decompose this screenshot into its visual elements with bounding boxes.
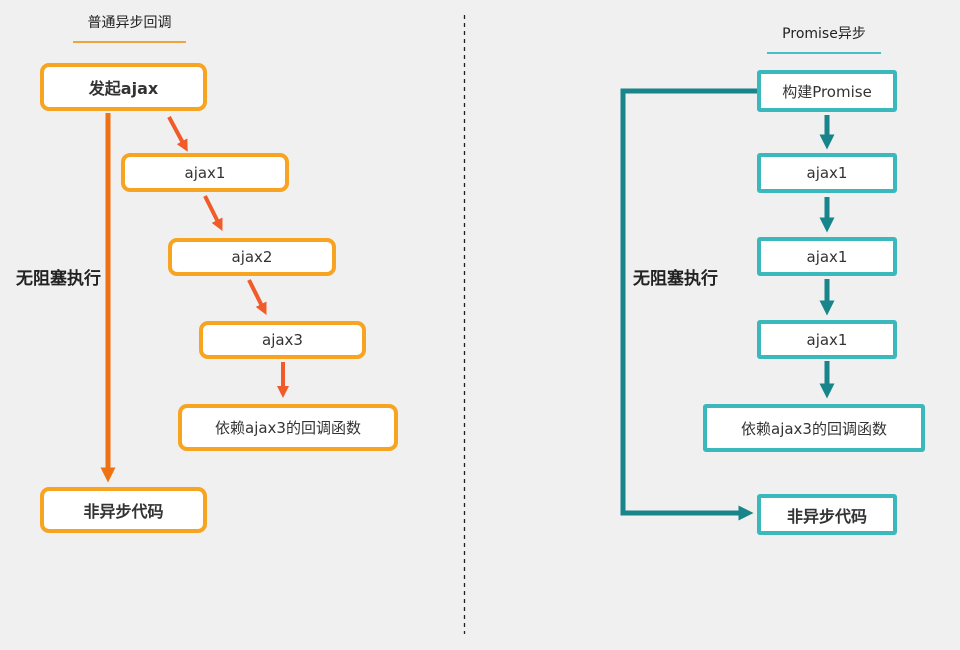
node-start-ajax: 发起ajax [40, 63, 207, 111]
node-right-sync-code: 非异步代码 [757, 494, 897, 535]
left-arrow-ajax2-to-ajax3 [247, 279, 267, 315]
left-column-title: 普通异步回调 [73, 12, 186, 43]
node-left-ajax3: ajax3 [199, 321, 366, 359]
node-left-ajax1: ajax1 [121, 153, 289, 192]
node-left-sync-code: 非异步代码 [40, 487, 207, 533]
left-nonblocking-label: 无阻塞执行 [16, 269, 101, 289]
node-build-promise: 构建Promise [757, 70, 897, 112]
node-right-ajax1-second: ajax1 [757, 237, 897, 276]
node-right-ajax1-third: ajax1 [757, 320, 897, 359]
node-right-callback: 依赖ajax3的回调函数 [703, 404, 925, 452]
right-column-title: Promise异步 [767, 23, 881, 54]
left-arrow-start-to-ajax1 [167, 116, 188, 152]
node-left-ajax2: ajax2 [168, 238, 336, 276]
left-arrow-ajax1-to-ajax2 [203, 195, 223, 231]
node-left-callback: 依赖ajax3的回调函数 [178, 404, 398, 451]
right-nonblocking-label: 无阻塞执行 [633, 269, 718, 289]
node-right-ajax1-first: ajax1 [757, 153, 897, 193]
